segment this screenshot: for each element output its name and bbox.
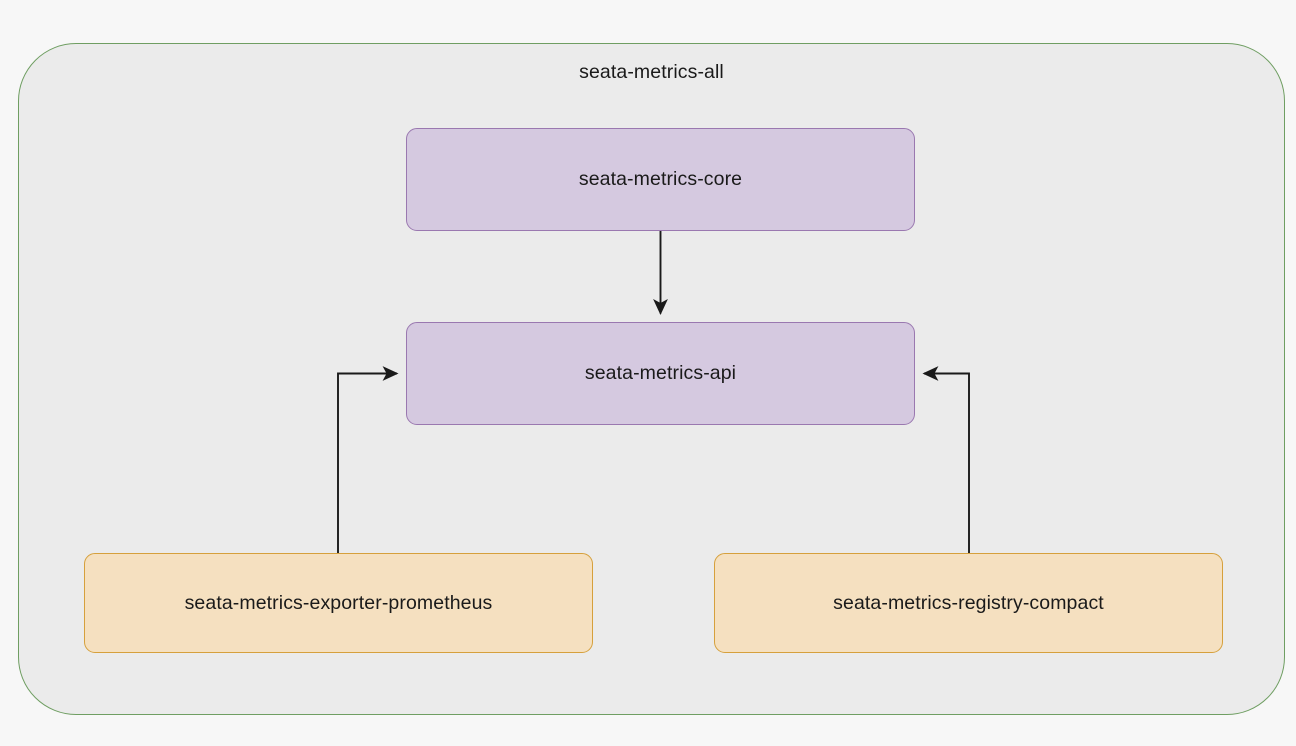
node-label: seata-metrics-registry-compact [833, 591, 1104, 614]
node-label: seata-metrics-exporter-prometheus [184, 591, 493, 614]
node-seata-metrics-api[interactable]: seata-metrics-api [406, 322, 915, 425]
node-seata-metrics-exporter-prometheus[interactable]: seata-metrics-exporter-prometheus [84, 553, 593, 653]
node-label: seata-metrics-api [584, 362, 737, 384]
group-title: seata-metrics-all [579, 61, 724, 83]
node-seata-metrics-registry-compact[interactable]: seata-metrics-registry-compact [714, 553, 1223, 653]
node-seata-metrics-core[interactable]: seata-metrics-core [406, 128, 915, 231]
node-label: seata-metrics-core [578, 168, 743, 190]
